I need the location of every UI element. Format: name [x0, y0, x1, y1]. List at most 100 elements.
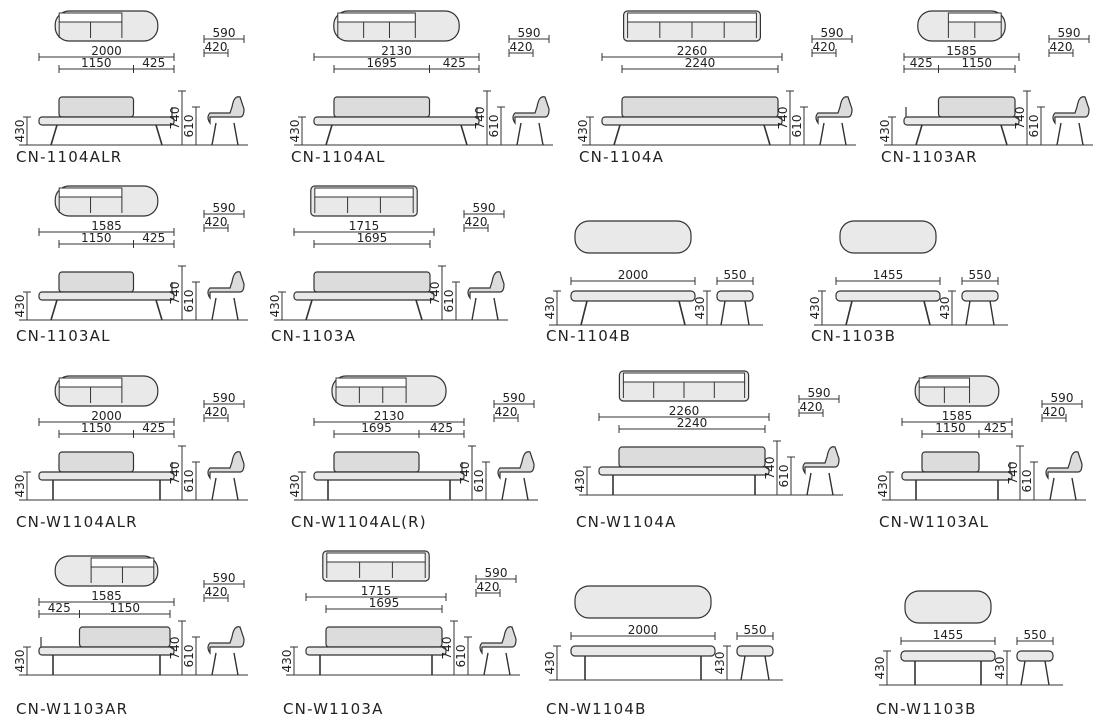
bench-leg: [580, 300, 588, 326]
seat-depth-value: 420: [800, 400, 823, 414]
seat-cushion: [38, 471, 175, 481]
seat-width-value: 1695: [366, 56, 397, 70]
seat-height-value: 430: [878, 475, 890, 498]
overall-width-value: 1455: [933, 628, 964, 642]
side-view-leg: [233, 652, 239, 676]
side-view-leg: [501, 477, 507, 501]
model-number: CN-W1103AR: [16, 700, 129, 718]
overall-height-value: 740: [458, 462, 472, 485]
seat-height-value: 430: [270, 295, 282, 318]
sofa-leg: [155, 124, 163, 146]
seat-depth-value: 420: [205, 585, 228, 599]
bench-seat: [570, 290, 696, 302]
seat-width-value: 1150: [81, 56, 112, 70]
depth-value: 590: [213, 571, 236, 585]
side-view-chair: [1045, 451, 1083, 480]
plan-view-backrest: [622, 372, 746, 383]
model-number: CN-1104A: [579, 148, 665, 166]
side-view-leg: [1071, 477, 1077, 501]
sofa-leg: [50, 124, 58, 146]
bench-seat: [900, 650, 996, 662]
seat-cushion: [601, 116, 783, 126]
seat-cushion: [38, 116, 175, 126]
arm-height-value: 610: [487, 115, 501, 138]
side-view-leg: [828, 472, 834, 496]
overall-width-value: 1585: [91, 589, 122, 603]
side-view-chair: [815, 96, 853, 125]
plan-view-backrest: [90, 557, 155, 568]
side-view-leg: [211, 122, 217, 146]
seat-width-value: 1695: [369, 596, 400, 610]
side-view-leg: [233, 297, 239, 321]
side-view-leg: [211, 477, 217, 501]
overall-width-value: 2000: [91, 44, 122, 58]
model-number: CN-1104AL: [291, 148, 386, 166]
side-view-leg: [806, 472, 812, 496]
seat-depth-value: 420: [1043, 405, 1066, 419]
plan-view-backrest: [627, 12, 757, 23]
side-seat-height-value: 430: [938, 297, 952, 320]
plan-view-backrest: [326, 552, 426, 563]
depth-value: 590: [213, 391, 236, 405]
seat-height-value: 430: [15, 295, 27, 318]
seat-height-value: 430: [810, 297, 822, 320]
side-view-leg: [1044, 660, 1050, 686]
side-view-leg: [989, 300, 995, 326]
side-view-leg: [211, 652, 217, 676]
side-view-chair: [497, 451, 535, 480]
seat-depth-value: 420: [510, 40, 533, 54]
arm-height-value: 610: [790, 115, 804, 138]
side-view-leg: [740, 655, 746, 681]
overall-width-value: 2260: [677, 44, 708, 58]
seat-width-value: 1150: [81, 421, 112, 435]
backrest: [621, 96, 779, 118]
backrest: [325, 626, 443, 648]
side-seat-height-value: 430: [693, 297, 707, 320]
side-view-leg: [516, 122, 522, 146]
plan-view-backrest: [58, 187, 123, 198]
overall-height-value: 740: [776, 107, 790, 130]
seat-height-value: 430: [15, 120, 27, 143]
backrest: [333, 451, 420, 473]
seat-depth-value: 420: [1050, 40, 1073, 54]
plan-view-outline: [904, 590, 992, 624]
seat-depth-value: 420: [465, 215, 488, 229]
side-view-leg: [523, 477, 529, 501]
overall-height-value: 740: [168, 282, 182, 305]
seat-width-value: 1150: [109, 601, 140, 615]
backrest: [58, 451, 135, 473]
overall-width-value: 2000: [618, 268, 649, 282]
model-number: CN-W1104AL(R): [291, 513, 427, 531]
overall-width-value: 1585: [946, 44, 977, 58]
arm-width-value: 425: [443, 56, 466, 70]
backrest: [921, 451, 980, 473]
depth-value: 590: [213, 201, 236, 215]
model-number: CN-1103AL: [16, 327, 111, 345]
seat-height-value: 430: [290, 475, 302, 498]
side-view-leg: [493, 297, 499, 321]
side-view-chair: [207, 96, 245, 125]
seat-cushion: [598, 466, 770, 476]
overall-height-value: 740: [168, 462, 182, 485]
arm-width-value: 425: [142, 56, 165, 70]
arm-width-value: 425: [142, 421, 165, 435]
side-view-chair: [207, 271, 245, 300]
plan-view-backrest: [58, 12, 123, 23]
side-view-chair: [802, 446, 840, 475]
depth-value: 550: [724, 268, 747, 282]
seat-depth-value: 420: [813, 40, 836, 54]
side-view-chair: [479, 626, 517, 655]
seat-width-value: 2240: [685, 56, 716, 70]
